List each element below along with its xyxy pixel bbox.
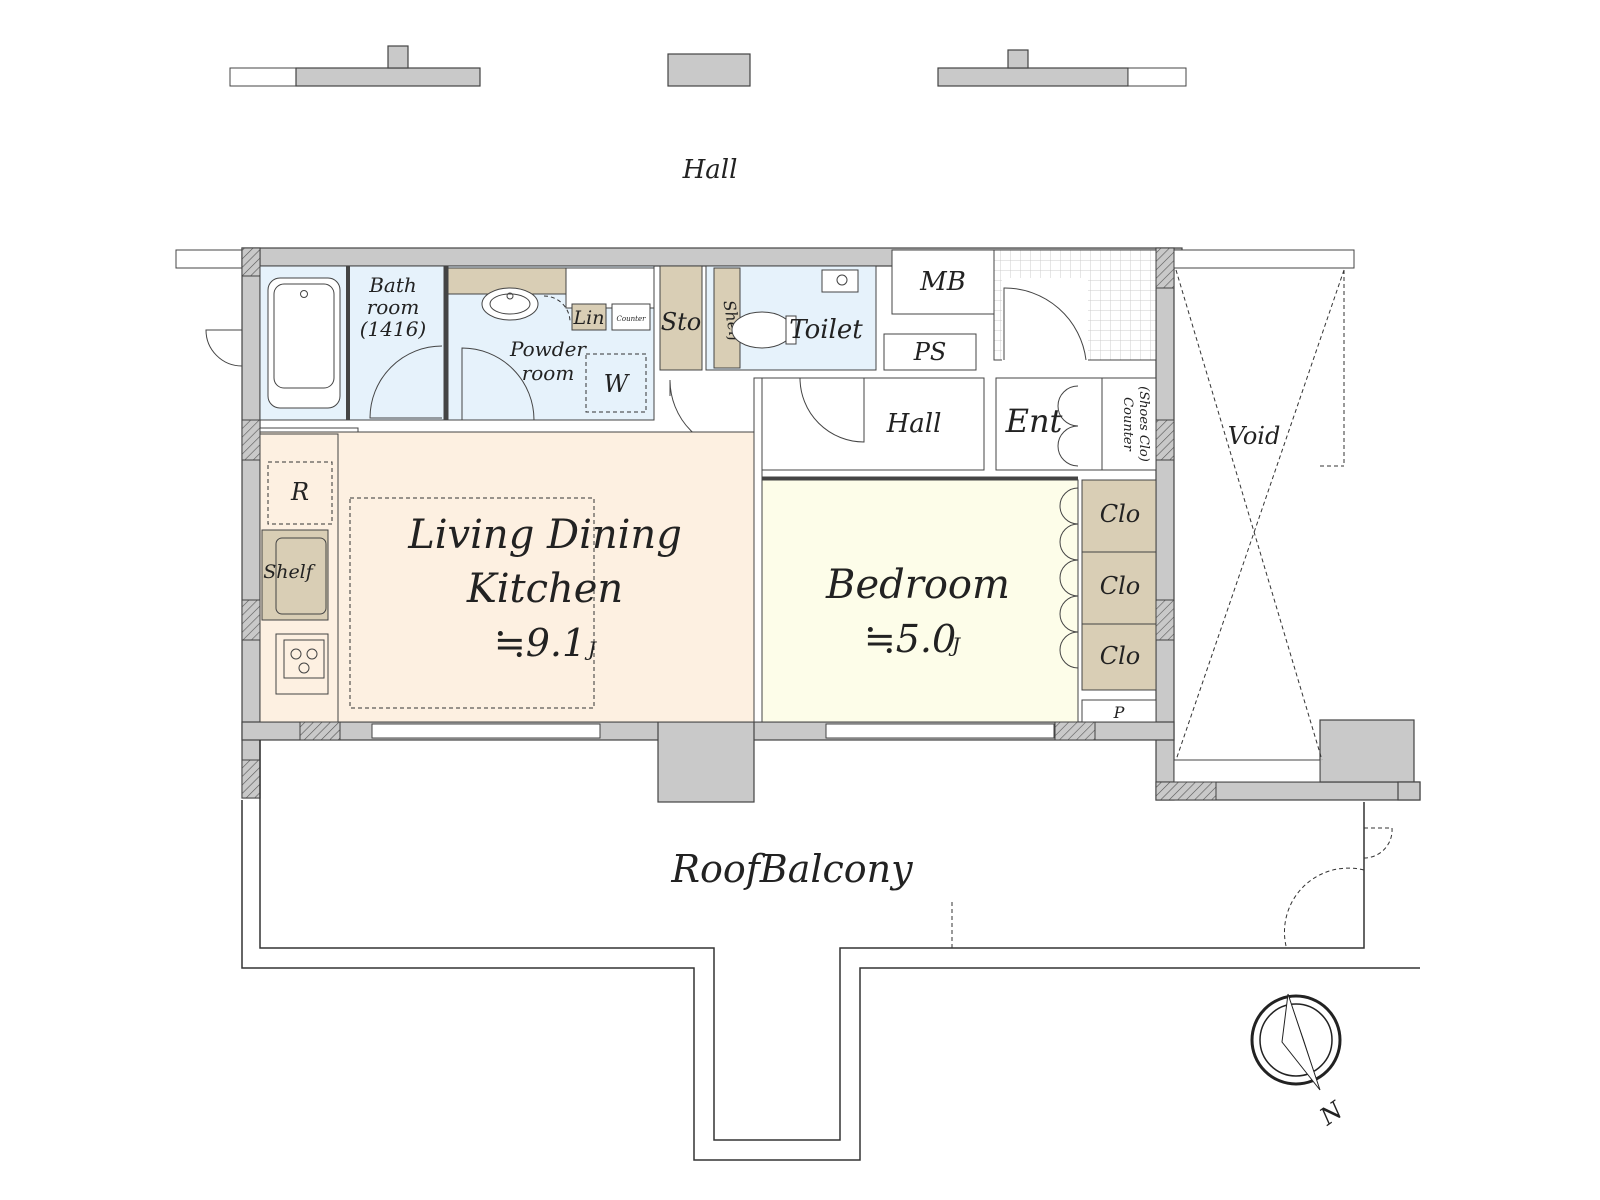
pipe-label: P [1113,703,1125,722]
ldk-label-2: Kitchen [466,566,623,612]
hall-door-swing [799,377,865,443]
closet-3 [1081,623,1157,691]
storage-label: Sto [661,308,702,336]
bathroom-label-3: (1416) [360,317,427,341]
toilet-bowl [731,311,793,349]
north-label: N [1314,1095,1349,1131]
bathroom-door-swing [369,345,443,419]
washer-label: W [604,370,631,398]
shoes-counter-label-1: Counter [1120,397,1135,451]
void-label: Void [1228,422,1281,450]
bathroom-label-2: room [367,295,420,319]
kitchen-sink-counter [261,529,329,621]
inner-hall-label: Hall [886,409,942,439]
dining-table-space [349,497,595,709]
washer-space [585,353,647,413]
bathtub [267,277,341,409]
void [1173,269,1345,783]
sink [481,287,539,321]
counter-small-label: Counter [617,315,647,323]
closet-3-label: Clo [1100,642,1141,670]
closet-2-label: Clo [1100,572,1141,600]
ps-upper-label: PS [913,338,947,366]
linen-label: Lin [573,307,605,329]
bathroom-label-1: Bath [368,273,417,297]
entrance [995,377,1103,471]
kitchen-shelf-label: Shelf [263,561,316,583]
powder-label-2: room [522,361,575,385]
ldk-area-unit: J [584,637,597,661]
shoes-closet [1101,377,1157,471]
bedroom-label: Bedroom [825,562,1010,608]
ldk-label-1: Living Dining [407,512,682,558]
inner-hall [759,377,985,471]
cooktop [275,633,329,695]
corridor-walls [229,45,1187,87]
pipe-space [1081,699,1157,723]
toilet-label: Toilet [789,315,863,345]
fridge-label: R [290,478,309,506]
shoes-counter-label-2: (Shoes Clo) [1136,386,1151,462]
fridge-space [267,461,333,525]
hall-top-label: Hall [682,155,738,185]
bedroom-area-unit: J [948,633,961,657]
bedroom [761,479,1079,723]
powder-label-1: Powder [509,337,587,361]
living-dining-kitchen [259,431,755,723]
storage [659,265,703,371]
bedroom-area: ≒5.0 [864,617,956,661]
north-compass-icon [1250,993,1342,1091]
entrance-label: Ent [1005,402,1063,440]
roof-balcony-label: RoofBalcony [670,847,913,891]
closet-1-label: Clo [1100,500,1141,528]
roof-balcony-outline [241,800,1420,1161]
exterior-door-swing [205,329,243,367]
meter-box [891,249,995,315]
powder-door-swing [461,347,535,421]
meter-box-label: MB [919,267,966,297]
ps-upper [883,333,977,371]
ldk-area: ≒9.1 [494,621,586,665]
front-door-swing [1003,287,1087,361]
